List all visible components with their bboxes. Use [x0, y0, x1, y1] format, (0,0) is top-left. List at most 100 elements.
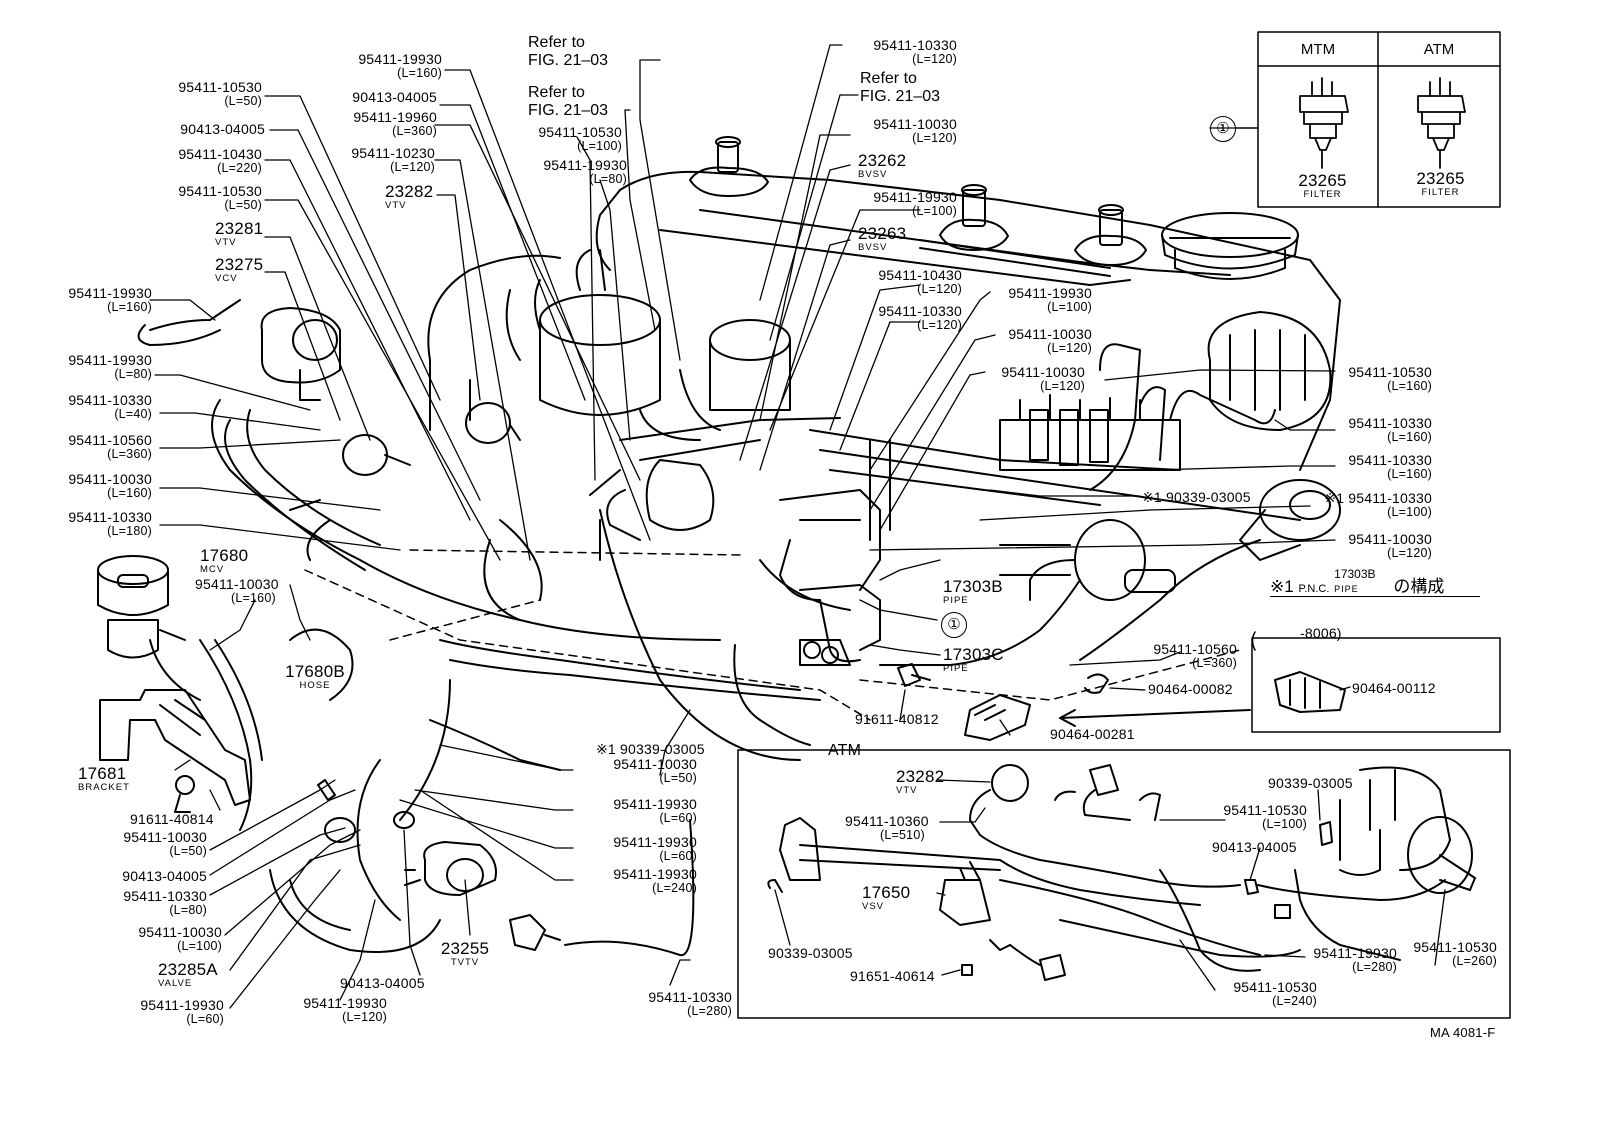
label-95411-10030-l120-c: 95411-10030(L=120): [1001, 364, 1085, 393]
label-95411-19930-l160-left: 95411-19930(L=160): [68, 285, 152, 314]
label-inset-95411-10530-l260: 95411-10530(L=260): [1413, 939, 1497, 968]
header-atm: ATM: [1423, 41, 1455, 58]
label-inset-91651-40614: 91651-40614: [850, 968, 935, 984]
label-95411-10030-l120-b: 95411-10030(L=120): [1008, 326, 1092, 355]
label-90413-04005-a: 90413-04005: [180, 121, 265, 137]
vcv-and-vtv: [260, 307, 521, 476]
marker-circled-1-mid: ①: [941, 612, 967, 638]
label-95411-19960-l360: 95411-19960(L=360): [353, 109, 437, 138]
label-inset-95411-10360-l510: 95411-10360(L=510): [845, 813, 929, 842]
leader-lines: [149, 44, 1446, 1009]
label-inset-95411-10530-l240: 95411-10530(L=240): [1233, 979, 1317, 1008]
label-90413-04005-b: 90413-04005: [352, 89, 437, 105]
pipe-assembly: [799, 584, 881, 666]
clips: [964, 671, 1346, 741]
label-95411-10530-l100: 95411-10530(L=100): [538, 124, 622, 153]
label-ref1-95411-10330-l100: ※1 95411-10330(L=100): [1324, 490, 1432, 519]
label-95411-10330-l180: 95411-10330(L=180): [68, 509, 152, 538]
label-95411-10530-l50-b: 95411-10530(L=50): [178, 183, 262, 212]
label-95411-10030-l120-right: 95411-10030(L=120): [1348, 531, 1432, 560]
label-95411-10030-l160-left: 95411-10030(L=160): [68, 471, 152, 500]
label-95411-10330-l160-a: 95411-10330(L=160): [1348, 415, 1432, 444]
label-95411-19930-l240: 95411-19930(L=240): [613, 866, 697, 895]
mcv: [97, 555, 186, 659]
label-95411-10560-l360-left: 95411-10560(L=360): [68, 432, 152, 461]
bracket: [99, 689, 251, 813]
header-mtm: MTM: [1300, 41, 1336, 58]
pnc-note-underline: [1270, 596, 1480, 597]
bolt: [897, 663, 931, 687]
label-inset-90413-04005: 90413-04005: [1212, 839, 1297, 855]
oil-caps: [689, 136, 1147, 266]
label-95411-10560-l360-right: 95411-10560(L=360): [1153, 641, 1237, 670]
egr-valve: [999, 519, 1176, 601]
label-95411-10430-l220: 95411-10430(L=220): [178, 146, 262, 175]
label-8006: -8006): [1300, 625, 1342, 641]
label-95411-19930-l100-b: 95411-19930(L=100): [1008, 285, 1092, 314]
radiator-cap: [1161, 212, 1299, 280]
label-ref1-90339-03005: ※1 90339-03005: [1142, 489, 1251, 505]
label-ref1-90339-03005-mid: ※1 90339-03005: [596, 741, 705, 757]
label-95411-19930-l160-top: 95411-19930(L=160): [358, 51, 442, 80]
label-inset-95411-19930-l280: 95411-19930(L=280): [1313, 945, 1397, 974]
filter-atm-illustration: [1417, 77, 1466, 169]
label-95411-10430-l120: 95411-10430(L=120): [878, 267, 962, 296]
clip-arrow: [1059, 709, 1251, 727]
label-95411-19930-l80-left: 95411-19930(L=80): [68, 352, 152, 381]
label-95411-10330-l120-mid: 95411-10330(L=120): [878, 303, 962, 332]
label-inset-95411-10530-l100: 95411-10530(L=100): [1223, 802, 1307, 831]
label-95411-10030-l50-left: 95411-10030(L=50): [123, 829, 207, 858]
label-95411-10030-l100: 95411-10030(L=100): [138, 924, 222, 953]
label-95411-10030-l160-mcv: 95411-10030(L=160): [195, 576, 279, 605]
label-atm: ATM: [828, 742, 862, 759]
hose-bundle: [137, 249, 1276, 957]
label-95411-10030-l120-top: 95411-10030(L=120): [873, 116, 957, 145]
label-95411-10330-l120-top: 95411-10330(L=120): [873, 37, 957, 66]
label-95411-19930-l60-a: 95411-19930(L=60): [613, 796, 697, 825]
label-inset-90339-03005-a: 90339-03005: [768, 945, 853, 961]
label-inset-90339-03005-b: 90339-03005: [1268, 775, 1353, 791]
label-95411-10330-l80: 95411-10330(L=80): [123, 888, 207, 917]
label-95411-19930-l60-b: 95411-19930(L=60): [613, 834, 697, 863]
label-95411-19930-l80-mid: 95411-19930(L=80): [543, 157, 627, 186]
label-95411-19930-l120-bottom: 95411-19930(L=120): [303, 995, 387, 1024]
label-90464-00112: 90464-00112: [1352, 680, 1436, 696]
label-91611-40812: 91611-40812: [855, 711, 939, 727]
label-atm-filter: 23265 FILTER: [1416, 169, 1465, 198]
label-95411-10530-l160: 95411-10530(L=160): [1348, 364, 1432, 393]
label-95411-10330-l160-b: 95411-10330(L=160): [1348, 452, 1432, 481]
pnc-note: ※1 P.N.C. 17303B PIPE の構成: [1270, 567, 1445, 596]
label-90413-04005-d: 90413-04005: [340, 975, 425, 991]
label-90413-04005-c: 90413-04005: [122, 868, 207, 884]
label-95411-19930-l60-bottom: 95411-19930(L=60): [140, 997, 224, 1026]
filter-reference-table: [1235, 31, 1501, 208]
marker-circled-1: ①: [1210, 116, 1236, 142]
clip-detail-box: [1251, 637, 1501, 733]
label-95411-10330-l280: 95411-10330(L=280): [648, 989, 732, 1018]
tvtv: [317, 779, 561, 951]
label-90464-00082: 90464-00082: [1148, 681, 1233, 697]
label-95411-19930-l100-a: 95411-19930(L=100): [873, 189, 957, 218]
label-95411-10330-l40: 95411-10330(L=40): [68, 392, 152, 421]
label-95411-10230-l120: 95411-10230(L=120): [351, 145, 435, 174]
label-95411-10530-l50: 95411-10530(L=50): [178, 79, 262, 108]
inset-atm-detail: [737, 749, 1511, 1019]
label-90464-00281: 90464-00281: [1050, 726, 1135, 742]
label-95411-10030-l50-mid: 95411-10030(L=50): [613, 756, 697, 785]
